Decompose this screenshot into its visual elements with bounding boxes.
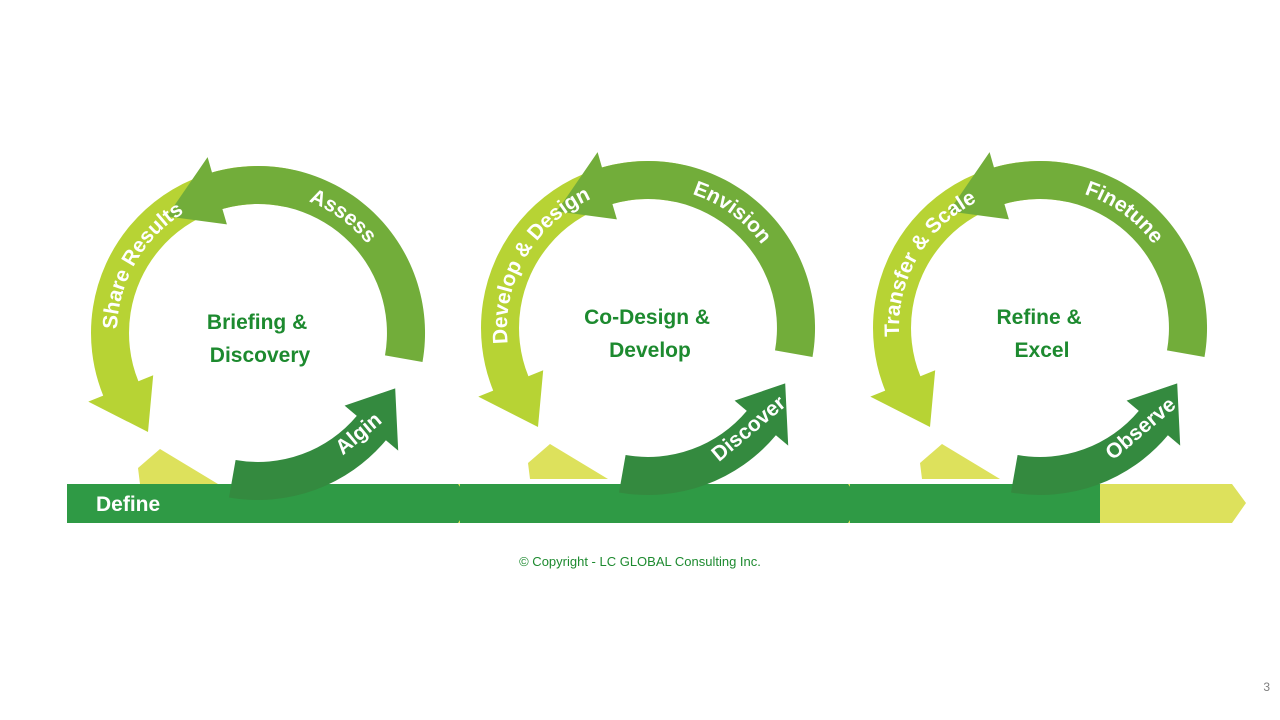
band-dark-segment-1 xyxy=(67,484,472,523)
band-wedge xyxy=(920,444,1000,479)
cycle-title: Briefing & Discovery xyxy=(207,311,313,367)
cycle-co-design-develop: Develop & Design Envision Discover Co-De… xyxy=(478,152,816,496)
cycle-title: Co-Design & Develop xyxy=(584,306,716,362)
share-results-arrow xyxy=(88,165,293,432)
cycle-briefing-discovery: Share Results Assess Algin Briefing & Di… xyxy=(88,157,426,501)
copyright-notice: © Copyright - LC GLOBAL Consulting Inc. xyxy=(519,554,761,569)
cycle-title: Refine & Excel xyxy=(996,306,1087,362)
discover-arrow xyxy=(619,383,789,496)
band-dark-segment-2 xyxy=(460,484,862,523)
page-number: 3 xyxy=(1263,680,1270,694)
envision-arrow xyxy=(556,152,816,357)
cycle-refine-excel: Transfer & Scale Finetune Observe Refine… xyxy=(870,152,1208,496)
bottom-band: Define xyxy=(67,484,1246,523)
algin-arrow xyxy=(229,388,399,501)
observe-arrow xyxy=(1011,383,1181,496)
band-wedge xyxy=(528,444,608,479)
develop-design-arrow xyxy=(478,160,683,427)
finetune-arrow xyxy=(948,152,1208,357)
define-label: Define xyxy=(96,493,160,516)
transfer-scale-arrow xyxy=(870,160,1075,428)
assess-arrow xyxy=(166,157,426,362)
band-wedge xyxy=(138,449,218,484)
